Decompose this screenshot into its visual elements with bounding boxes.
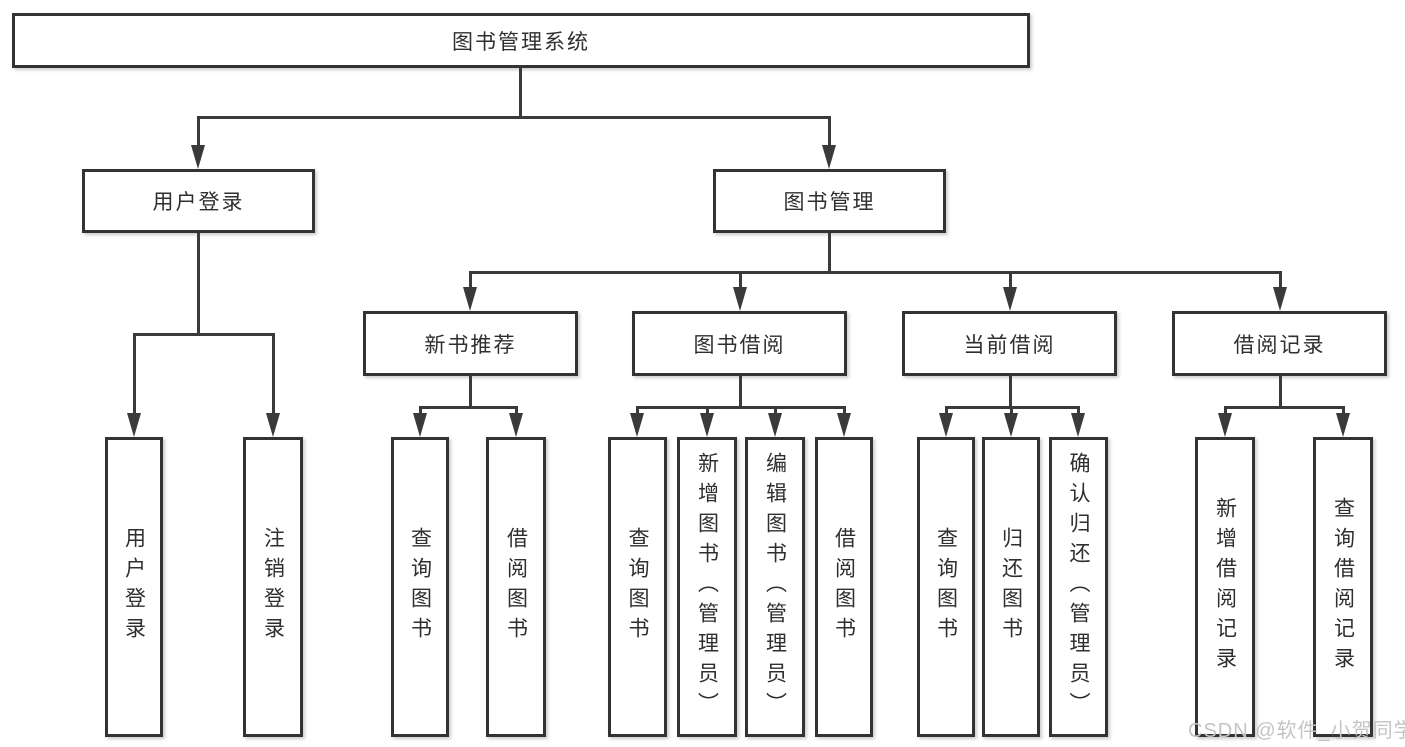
leaf-query-books-recommendation: 查询图书: [391, 437, 449, 737]
leaf-label: 归还图书: [999, 527, 1023, 647]
node-library-management-system: 图书管理系统: [12, 13, 1030, 68]
arrowhead-icon: [1218, 413, 1232, 437]
connector-line: [706, 406, 709, 416]
leaf-label: 查询图书: [626, 527, 649, 647]
arrowhead-icon: [630, 413, 644, 437]
leaf-query-borrow-record: 查询借阅记录: [1313, 437, 1373, 737]
leaf-label: 查询图书: [934, 527, 958, 647]
arrowhead-icon: [266, 413, 280, 437]
leaf-user-login: 用户登录: [105, 437, 163, 737]
connector-line: [828, 233, 831, 273]
arrowhead-icon: [1273, 287, 1287, 311]
leaf-label: 确认归还（管理员）: [1067, 452, 1090, 722]
node-book-management: 图书管理: [713, 169, 946, 233]
arrowhead-icon: [939, 413, 953, 437]
connector-line: [519, 68, 522, 118]
connector-line: [945, 406, 948, 416]
node-label: 用户登录: [152, 191, 245, 214]
connector-line: [197, 116, 831, 119]
leaf-add-books-admin: 新增图书（管理员）: [677, 437, 737, 737]
node-label: 图书借阅: [693, 333, 786, 357]
csdn-watermark: CSDN @软件_小贺同学: [1188, 720, 1405, 742]
arrowhead-icon: [1336, 413, 1350, 437]
leaf-label: 新增借阅记录: [1213, 497, 1237, 677]
leaf-label: 编辑图书（管理员）: [763, 452, 787, 722]
leaf-label: 注销登录: [261, 527, 285, 647]
leaf-return-books: 归还图书: [982, 437, 1040, 737]
leaf-label: 查询借阅记录: [1331, 497, 1355, 677]
node-user-login: 用户登录: [82, 169, 315, 233]
connector-line: [133, 333, 275, 336]
connector-line: [469, 376, 472, 408]
node-label: 图书管理系统: [452, 30, 590, 54]
connector-line: [419, 406, 422, 416]
connector-line: [469, 271, 1282, 274]
arrowhead-icon: [837, 413, 851, 437]
connector-line: [469, 271, 472, 289]
connector-line: [843, 406, 846, 416]
node-label: 新书推荐: [424, 333, 517, 357]
arrowhead-icon: [733, 287, 747, 311]
arrowhead-icon: [700, 413, 714, 437]
node-label: 当前借阅: [963, 333, 1056, 357]
arrowhead-icon: [127, 413, 141, 437]
node-label: 图书管理: [783, 191, 876, 214]
connector-line: [1010, 406, 1013, 416]
connector-line: [1077, 406, 1080, 416]
connector-line: [1224, 406, 1345, 409]
node-new-book-recommendation: 新书推荐: [363, 311, 578, 376]
leaf-label: 新增图书（管理员）: [695, 452, 719, 722]
connector-line: [1279, 376, 1282, 408]
arrowhead-icon: [463, 287, 477, 311]
node-borrowing-records: 借阅记录: [1172, 311, 1387, 376]
leaf-borrow-books-recommendation: 借阅图书: [486, 437, 546, 737]
connector-line: [133, 333, 136, 415]
leaf-edit-books-admin: 编辑图书（管理员）: [745, 437, 805, 737]
leaf-confirm-return-admin: 确认归还（管理员）: [1049, 437, 1108, 737]
connector-line: [197, 116, 200, 147]
arrowhead-icon: [1003, 287, 1017, 311]
arrowhead-icon: [191, 145, 205, 169]
leaf-add-borrow-record: 新增借阅记录: [1195, 437, 1255, 737]
connector-line: [197, 233, 200, 335]
connector-line: [1342, 406, 1345, 416]
connector-line: [828, 116, 831, 147]
connector-line: [1009, 271, 1012, 289]
leaf-logout: 注销登录: [243, 437, 303, 737]
arrowhead-icon: [413, 413, 427, 437]
arrowhead-icon: [509, 413, 523, 437]
connector-line: [739, 271, 742, 289]
leaf-label: 借阅图书: [504, 527, 528, 647]
connector-line: [636, 406, 846, 409]
leaf-label: 用户登录: [122, 527, 146, 647]
leaf-query-books-current: 查询图书: [917, 437, 975, 737]
leaf-label: 查询图书: [408, 527, 432, 647]
node-book-borrowing: 图书借阅: [632, 311, 847, 376]
node-label: 借阅记录: [1233, 333, 1326, 357]
leaf-borrow-books: 借阅图书: [815, 437, 873, 737]
leaf-query-books-borrowing: 查询图书: [608, 437, 667, 737]
arrowhead-icon: [768, 413, 782, 437]
leaf-label: 借阅图书: [832, 527, 856, 647]
connector-line: [1224, 406, 1227, 416]
node-current-borrowing: 当前借阅: [902, 311, 1117, 376]
connector-line: [515, 406, 518, 416]
connector-line: [419, 406, 518, 409]
connector-line: [1009, 376, 1012, 408]
connector-line: [774, 406, 777, 416]
connector-line: [1279, 271, 1282, 289]
connector-line: [272, 333, 275, 415]
arrowhead-icon: [1004, 413, 1018, 437]
arrowhead-icon: [822, 145, 836, 169]
connector-line: [739, 376, 742, 408]
arrowhead-icon: [1071, 413, 1085, 437]
connector-line: [636, 406, 639, 416]
